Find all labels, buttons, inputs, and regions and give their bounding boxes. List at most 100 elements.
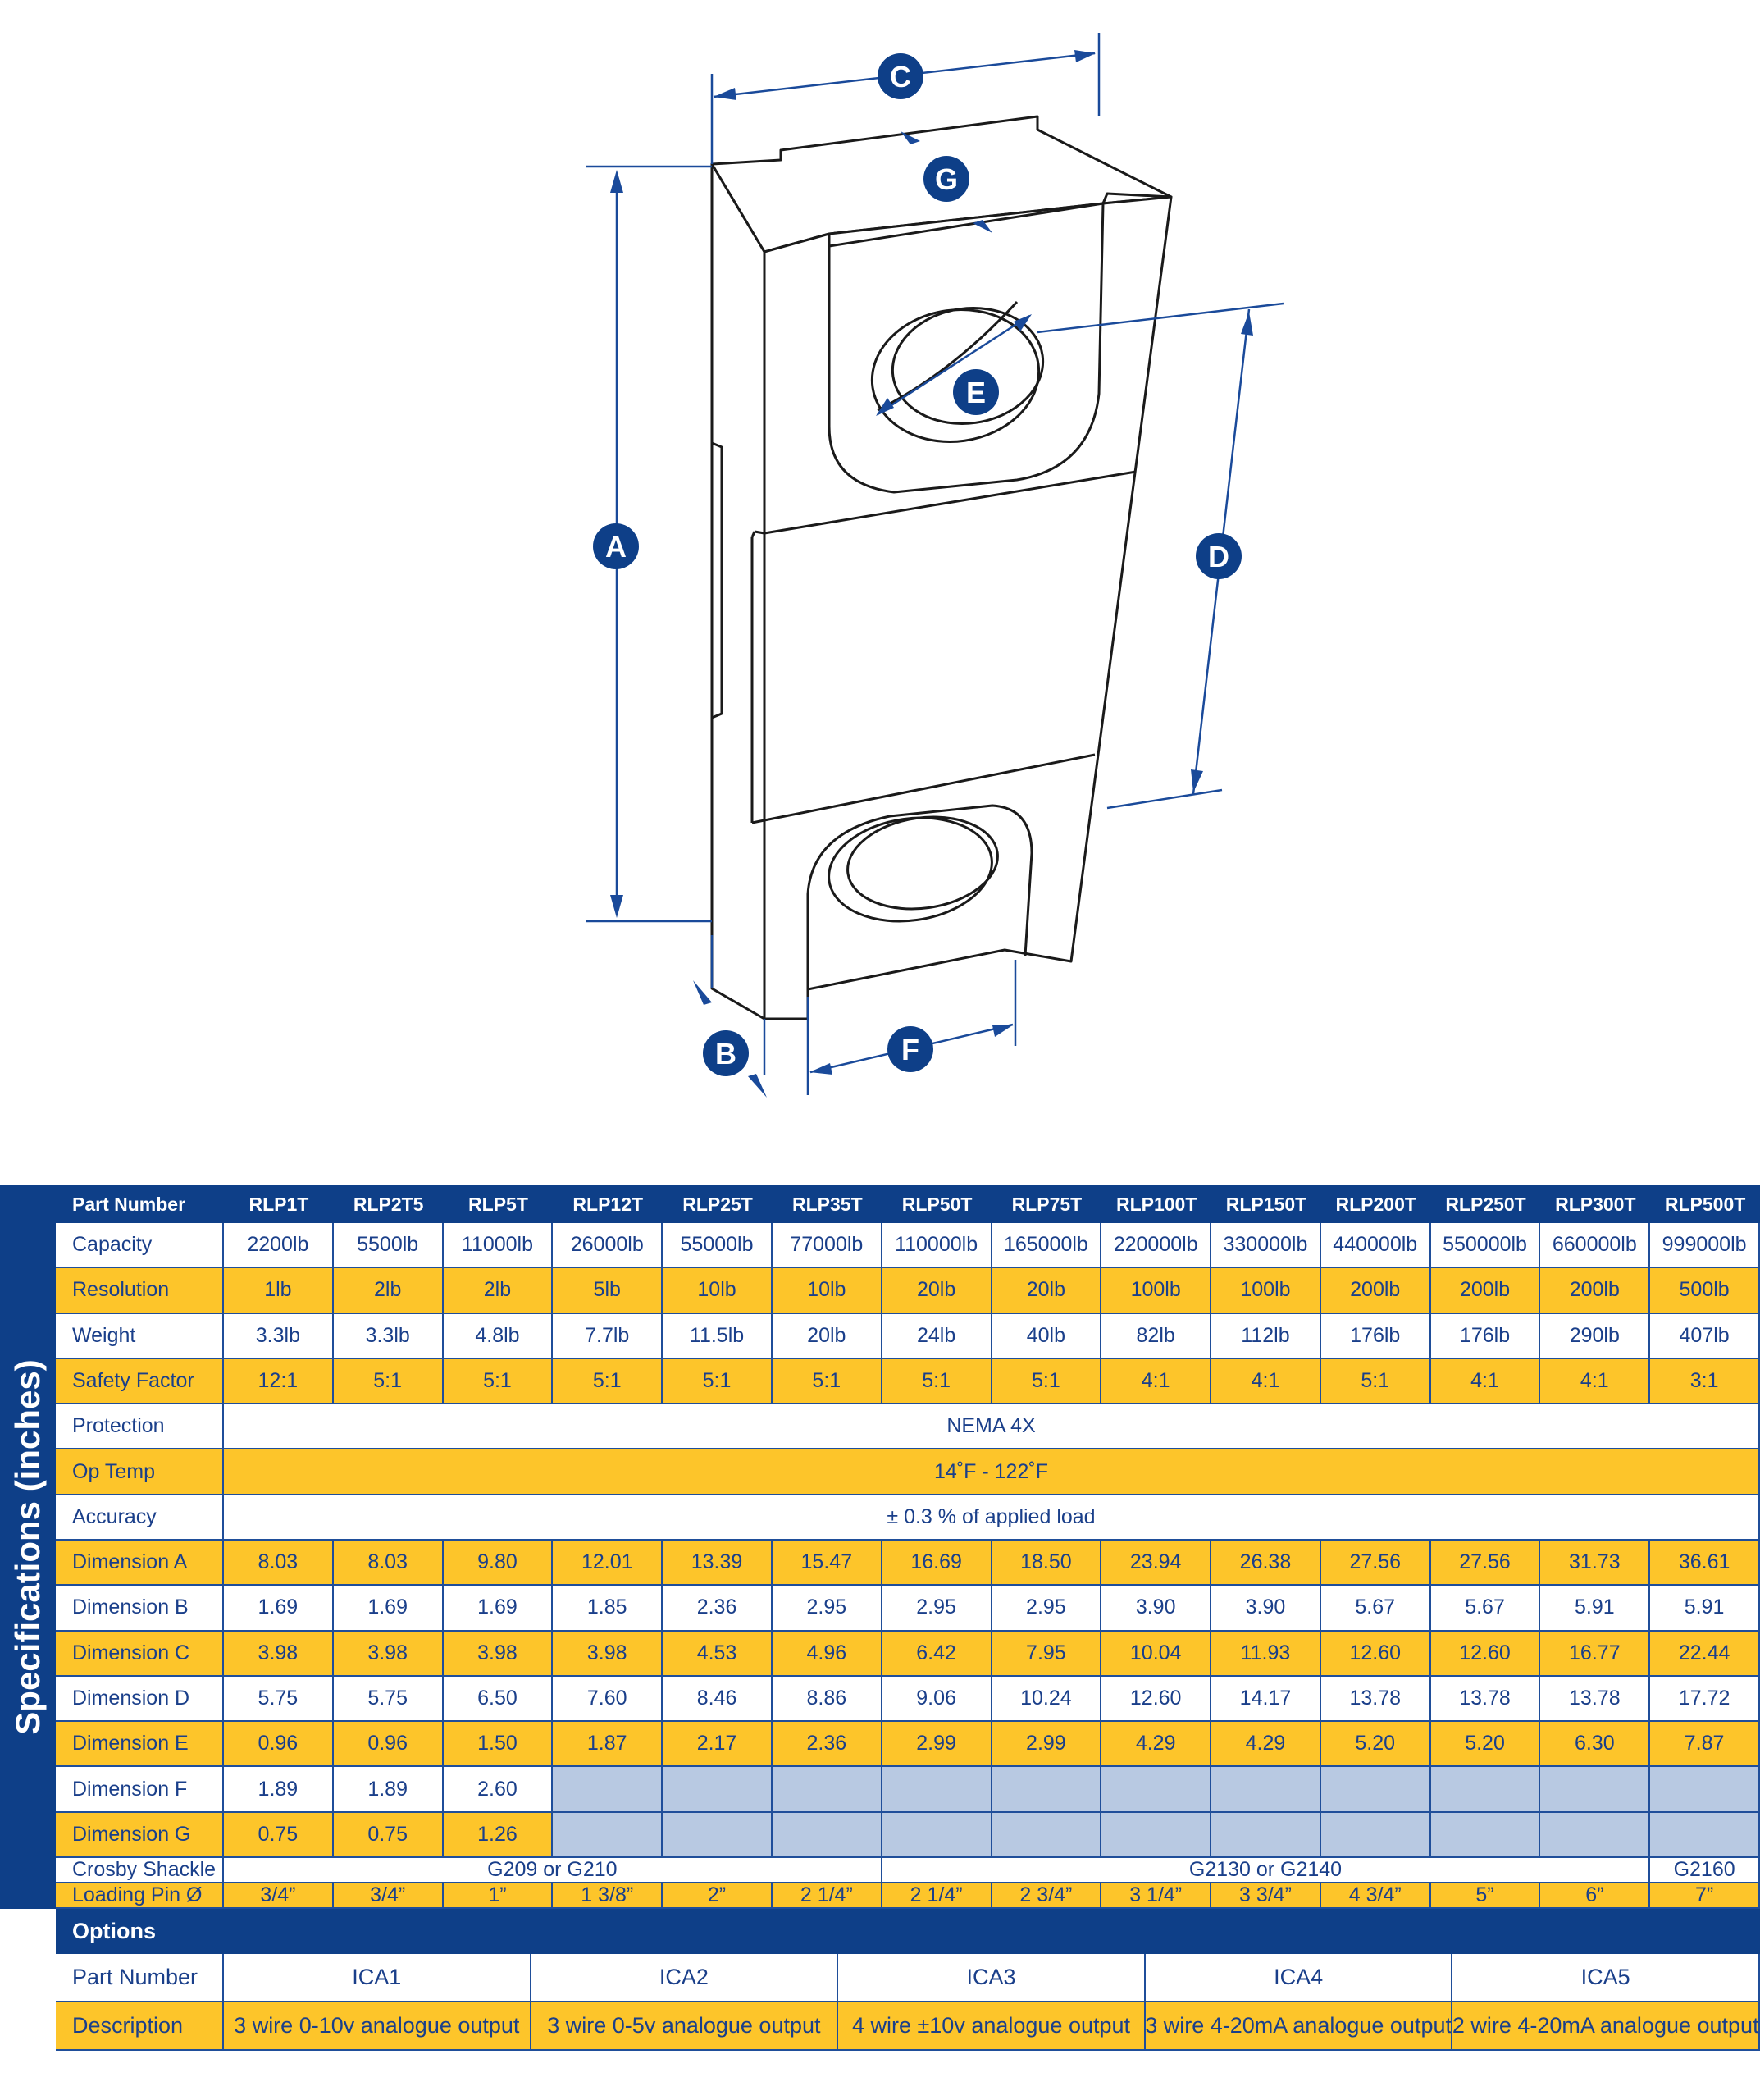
table-cell: 4.53 [663, 1631, 773, 1677]
table-cell [1320, 1812, 1431, 1858]
table-cell: 15.47 [772, 1540, 882, 1586]
table-cell: 165000lb [992, 1223, 1102, 1269]
table-cell: 6” [1540, 1883, 1651, 1909]
table-cell: 13.78 [1320, 1676, 1431, 1723]
table-cell: 2.17 [663, 1722, 773, 1768]
table-cell: 5.75 [224, 1676, 334, 1723]
table-cell: 12.01 [553, 1540, 663, 1586]
table-cell [992, 1767, 1102, 1813]
table-cell: 9.80 [443, 1540, 554, 1586]
badge-e-label: E [966, 376, 986, 409]
badge-b [703, 1030, 749, 1076]
table-cell: 14.17 [1211, 1676, 1321, 1723]
badge-g-label: G [935, 162, 958, 196]
row-label-resolution: Resolution [56, 1268, 224, 1314]
header-part-rlp1t: RLP1T [248, 1193, 309, 1215]
table-cell: 24lb [882, 1313, 992, 1359]
option-description: 4 wire ±10v analogue output [838, 2002, 1146, 2051]
table-cell: 176lb [1320, 1313, 1431, 1359]
header-part-rlp50t: RLP50T [901, 1193, 973, 1215]
table-cell: 3/4” [333, 1883, 444, 1909]
table-cell: 16.69 [882, 1540, 992, 1586]
table-cell: 3.3lb [333, 1313, 444, 1359]
header-part-rlp5t: RLP5T [468, 1193, 528, 1215]
option-description: 3 wire 0-10v analogue output [224, 2002, 531, 2051]
table-cell: 407lb [1650, 1313, 1760, 1359]
table-cell: 2 1/4” [772, 1883, 882, 1909]
row-value-crosby-shackle-group: G2160 [1650, 1857, 1760, 1883]
table-cell: 12.60 [1320, 1631, 1431, 1677]
row-label-capacity: Capacity [56, 1223, 224, 1269]
table-cell: 12:1 [224, 1358, 334, 1405]
option-description: 3 wire 0-5v analogue output [531, 2002, 839, 2051]
table-cell: 2.95 [992, 1586, 1102, 1632]
table-cell: 12.60 [1101, 1676, 1212, 1723]
table-cell: 5:1 [992, 1358, 1102, 1405]
badge-b-label: B [715, 1037, 736, 1071]
specifications-title-text: Specifications (inches) [8, 1359, 47, 1735]
table-cell: 18.50 [992, 1540, 1102, 1586]
row-label-dimension-b: Dimension B [56, 1586, 224, 1632]
header-part-number-label: Part Number [72, 1193, 186, 1215]
row-value-crosby-shackle-group: G2130 or G2140 [882, 1857, 1651, 1883]
table-cell [882, 1767, 992, 1813]
table-cell: 20lb [772, 1313, 882, 1359]
table-cell: 4 3/4” [1320, 1883, 1431, 1909]
table-cell: 2” [663, 1883, 773, 1909]
badge-c [878, 53, 923, 99]
table-cell: 0.75 [224, 1812, 334, 1858]
table-cell: 1lb [224, 1268, 334, 1314]
table-cell: 5:1 [772, 1358, 882, 1405]
table-cell [882, 1812, 992, 1858]
table-cell: 40lb [992, 1313, 1102, 1359]
badge-d-label: D [1208, 540, 1229, 573]
table-cell: 4.96 [772, 1631, 882, 1677]
row-label-op-temp: Op Temp [56, 1449, 224, 1495]
table-cell: 8.86 [772, 1676, 882, 1723]
table-cell: 1.87 [553, 1722, 663, 1768]
row-label-loading-pin: Loading Pin Ø [56, 1883, 224, 1909]
table-cell: 5” [1430, 1883, 1541, 1909]
table-cell: 2.95 [772, 1586, 882, 1632]
option-part-ica2: ICA2 [531, 1954, 839, 2002]
table-cell: 5:1 [663, 1358, 773, 1405]
table-cell: 5:1 [882, 1358, 992, 1405]
table-cell: 3 3/4” [1211, 1883, 1321, 1909]
table-cell: 17.72 [1650, 1676, 1760, 1723]
table-cell: 11000lb [443, 1223, 554, 1269]
table-cell: 1.69 [443, 1586, 554, 1632]
table-cell: 2200lb [224, 1223, 334, 1269]
table-cell: 2.95 [882, 1586, 992, 1632]
table-cell: 2 1/4” [882, 1883, 992, 1909]
table-cell: 7” [1650, 1883, 1760, 1909]
table-cell: 3.90 [1211, 1586, 1321, 1632]
table-cell: 4.8lb [443, 1313, 554, 1359]
table-cell [1211, 1812, 1321, 1858]
table-cell: 3.98 [333, 1631, 444, 1677]
badge-d [1196, 533, 1242, 579]
table-cell [553, 1767, 663, 1813]
table-cell: 3.3lb [224, 1313, 334, 1359]
table-cell: 200lb [1320, 1268, 1431, 1314]
table-cell: 36.61 [1650, 1540, 1760, 1586]
table-cell: 5.91 [1650, 1586, 1760, 1632]
header-part-rlp25t: RLP25T [682, 1193, 753, 1215]
table-cell: 12.60 [1430, 1631, 1541, 1677]
specifications-table: Specifications (inches) Part Number RLP1T… [0, 1185, 1760, 1909]
row-label-safety-factor: Safety Factor [56, 1358, 224, 1405]
table-cell: 176lb [1430, 1313, 1541, 1359]
row-label-dimension-a: Dimension A [56, 1540, 224, 1586]
table-cell: 13.78 [1430, 1676, 1541, 1723]
specifications-side-title: Specifications (inches) [0, 1185, 56, 1909]
row-value-op-temp: 14˚F - 122˚F [224, 1449, 1760, 1495]
table-cell: 3.90 [1101, 1586, 1212, 1632]
table-cell: 13.39 [663, 1540, 773, 1586]
table-cell: 3:1 [1650, 1358, 1760, 1405]
table-cell: 3.98 [443, 1631, 554, 1677]
header-part-rlp12t: RLP12T [572, 1193, 644, 1215]
dimension-badges: A B C D E F G [593, 53, 1242, 1076]
table-cell: 200lb [1540, 1268, 1651, 1314]
header-part-rlp75t: RLP75T [1011, 1193, 1083, 1215]
table-cell [1101, 1812, 1212, 1858]
